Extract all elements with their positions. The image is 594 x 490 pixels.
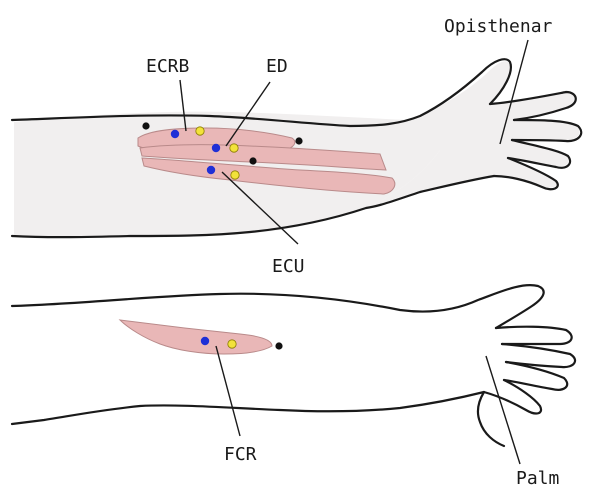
label-opisthenar: Opisthenar bbox=[444, 16, 553, 37]
electrode-yellow-fcr bbox=[228, 340, 236, 348]
label-palm: Palm bbox=[516, 468, 559, 489]
upper-arm-opisthenar-view: ECRB ED ECU Opisthenar bbox=[12, 16, 581, 277]
electrode-blue-ed bbox=[212, 144, 220, 152]
electrode-blue-ecu bbox=[207, 166, 215, 174]
lower-arm-top-outline bbox=[12, 285, 544, 328]
muscle-fcr bbox=[120, 320, 272, 354]
label-ed: ED bbox=[266, 56, 288, 77]
electrode-black-ed bbox=[249, 157, 256, 164]
lower-hand-finger-1 bbox=[496, 327, 572, 344]
electrode-yellow-ecrb bbox=[196, 127, 204, 135]
electrode-black-fcr bbox=[275, 342, 282, 349]
label-ecrb: ECRB bbox=[146, 56, 189, 77]
leader-fcr bbox=[216, 346, 240, 436]
electrode-black-ecrb bbox=[142, 122, 149, 129]
label-fcr: FCR bbox=[224, 444, 257, 465]
electrode-black-ed-end bbox=[295, 137, 302, 144]
electrode-blue-ecrb bbox=[171, 130, 179, 138]
electrode-yellow-ed bbox=[230, 144, 238, 152]
lower-arm-palm-view: FCR Palm bbox=[12, 285, 575, 489]
electrode-yellow-ecu bbox=[231, 171, 239, 179]
label-ecu: ECU bbox=[272, 256, 305, 277]
electrode-blue-fcr bbox=[201, 337, 209, 345]
leader-palm bbox=[486, 356, 520, 464]
lower-arm-bottom-outline bbox=[12, 392, 504, 446]
